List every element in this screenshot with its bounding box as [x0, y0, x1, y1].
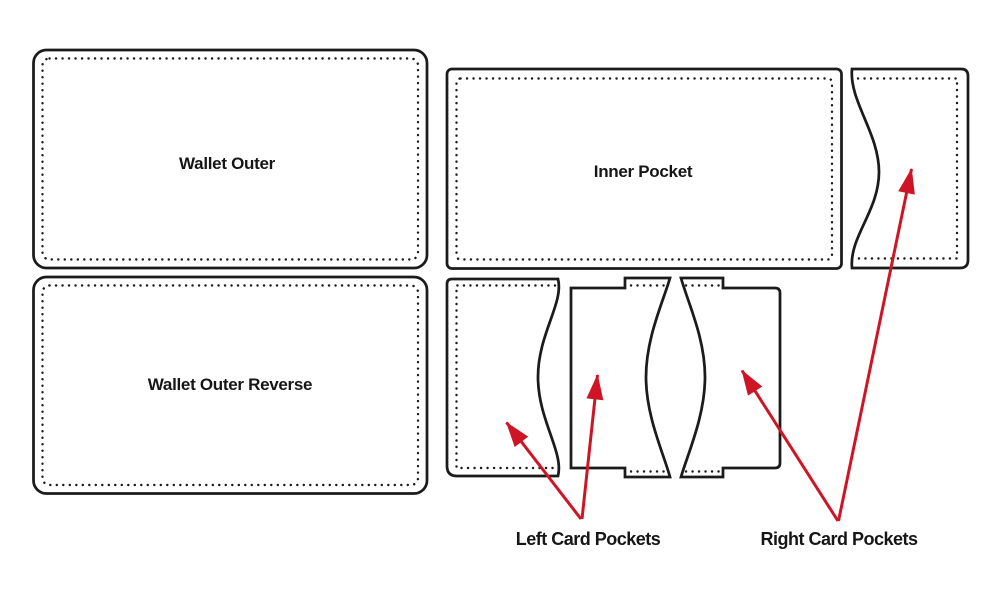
piece-outline	[32, 48, 429, 270]
piece-outline	[445, 67, 843, 270]
piece-left-card-pocket-inner	[569, 276, 672, 479]
stitch-line	[455, 284, 557, 470]
piece-label-wallet-outer: Wallet Outer	[179, 154, 276, 173]
annotation-left-card-pockets: Left Card Pockets	[505, 373, 661, 549]
stitch-line	[455, 77, 834, 261]
stitch-line	[41, 284, 420, 487]
stitch-line	[856, 77, 959, 260]
annotation-label-right-card-pockets: Right Card Pockets	[760, 529, 918, 549]
piece-outline	[679, 276, 782, 479]
piece-outline	[32, 275, 429, 495]
left-card-pockets-arrow-icon	[505, 421, 583, 520]
left-card-pockets-arrow-icon	[580, 373, 604, 520]
piece-label-inner-pocket: Inner Pocket	[594, 162, 693, 181]
piece-wallet-outer: Wallet Outer	[32, 48, 429, 270]
annotation-label-left-card-pockets: Left Card Pockets	[516, 529, 661, 549]
piece-right-card-pocket-inner	[679, 276, 782, 479]
piece-inner-pocket: Inner Pocket	[445, 67, 843, 270]
piece-outline	[569, 276, 672, 479]
annotation-right-card-pockets: Right Card Pockets	[740, 167, 919, 549]
right-card-pockets-arrow-icon	[740, 369, 840, 522]
piece-outline	[445, 277, 561, 478]
piece-wallet-outer-reverse: Wallet Outer Reverse	[32, 275, 429, 495]
piece-left-card-pocket-outer	[445, 277, 561, 478]
right-card-pockets-arrow-icon	[837, 167, 915, 522]
piece-label-wallet-outer-reverse: Wallet Outer Reverse	[148, 375, 312, 394]
